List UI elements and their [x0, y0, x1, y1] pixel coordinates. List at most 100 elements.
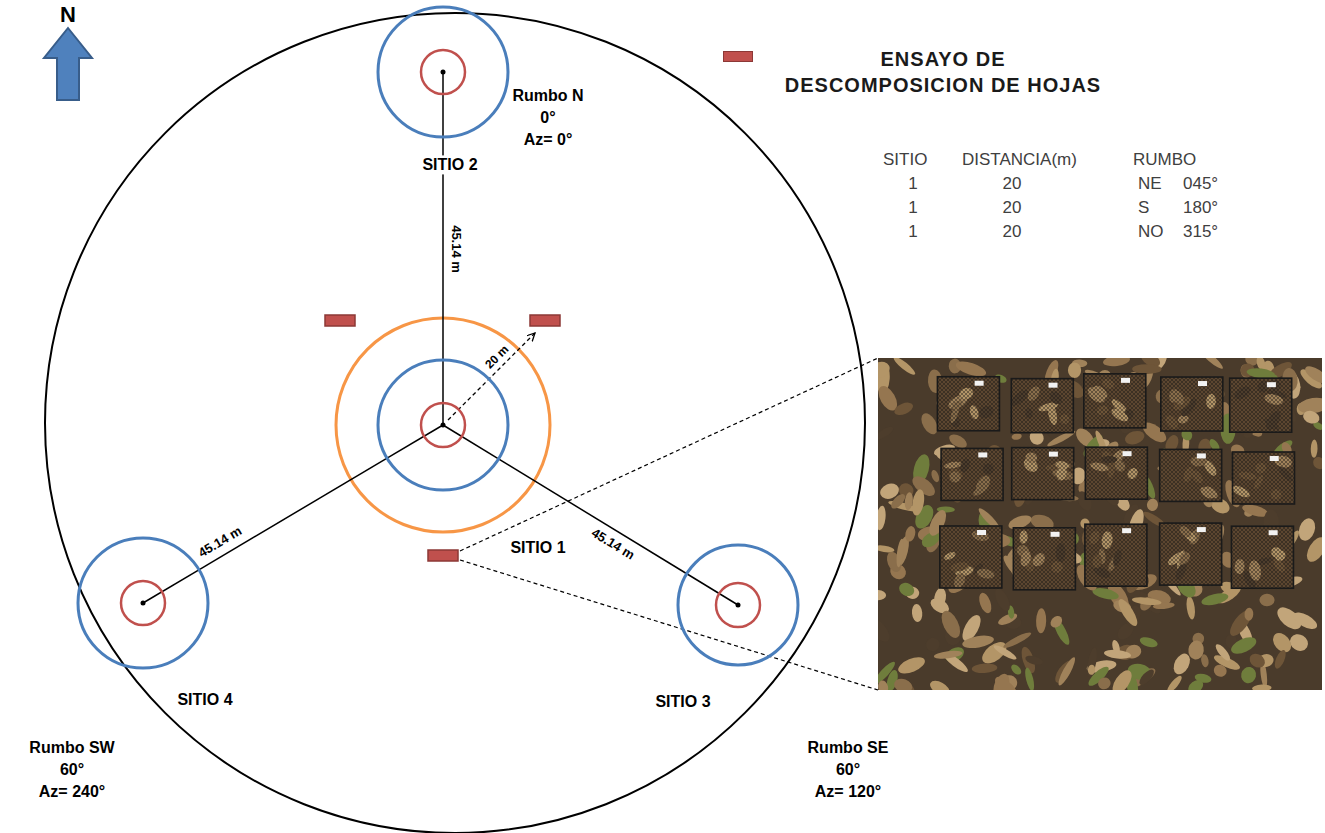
leader-line	[460, 358, 878, 551]
leaf	[928, 678, 952, 690]
bag-fill	[1084, 374, 1146, 428]
site-label: SITIO 4	[174, 690, 235, 709]
bag-mesh	[1011, 379, 1073, 433]
leaf	[1048, 614, 1064, 630]
litter-bag	[1230, 378, 1292, 432]
bag-mesh	[1013, 528, 1075, 590]
distance-label: 45.14 m	[448, 225, 464, 273]
leaf	[977, 591, 994, 615]
site-circles	[78, 538, 208, 668]
leaf	[1068, 362, 1081, 378]
bag-mesh	[1233, 452, 1295, 504]
bag-fill	[940, 526, 1002, 588]
north-arrow	[44, 28, 92, 100]
litter-bag	[1008, 379, 1073, 433]
site-circles	[378, 360, 508, 490]
red-ring	[421, 50, 465, 94]
table-cell: 20	[1003, 174, 1022, 194]
site-plot: SITIO 1	[378, 360, 508, 490]
bag-tag	[1267, 382, 1276, 387]
leaf	[1229, 634, 1259, 657]
bag-tag	[1121, 378, 1130, 383]
leaf	[1137, 667, 1156, 687]
bearing-label: Az= 0°	[524, 130, 573, 149]
leaf	[1212, 663, 1229, 679]
bag-mesh	[937, 377, 999, 431]
site-plot: SITIO 2	[378, 7, 508, 137]
site-plot: SITIO 4	[78, 538, 208, 668]
bearing-label: 60°	[836, 760, 860, 779]
leaf	[1023, 667, 1036, 690]
legend-text: ENSAYO DE DESCOMPOSICION DE HOJAS	[783, 46, 1104, 98]
blue-ring	[78, 538, 208, 668]
bag-tag	[1270, 456, 1279, 461]
bag-tag	[1269, 530, 1278, 535]
leaf	[1009, 663, 1023, 677]
bearing-label: 60°	[60, 760, 84, 779]
leaf	[878, 679, 889, 690]
table-cell: 1	[908, 198, 917, 218]
site-label: SITIO 2	[419, 155, 480, 174]
distance-arrow	[448, 333, 535, 420]
leaf	[904, 525, 917, 542]
leaf	[1165, 674, 1184, 690]
bag-fill	[1230, 378, 1292, 432]
bag-tag	[1197, 527, 1206, 532]
radial-segment	[442, 72, 444, 137]
bag-tag	[1122, 528, 1131, 533]
leaf	[897, 580, 917, 598]
table-header: DISTANCIA(m)	[962, 150, 1077, 170]
center-dot	[736, 603, 741, 608]
litter-bags	[937, 374, 1294, 591]
leaf	[991, 673, 1022, 690]
north-letter: N	[60, 2, 76, 28]
litter-bag	[1085, 524, 1147, 586]
leaf	[1244, 607, 1253, 621]
leaf	[1240, 666, 1258, 685]
red-ring	[121, 581, 165, 625]
leaf	[892, 400, 914, 417]
bag-fill	[1012, 448, 1074, 500]
leaf	[878, 590, 886, 600]
leaf	[1056, 656, 1078, 688]
bag-mesh	[1230, 378, 1292, 432]
leaf	[1311, 455, 1322, 472]
bag-mesh	[1161, 377, 1223, 431]
leaf	[1011, 433, 1022, 441]
litter-bag	[1160, 523, 1222, 585]
bag-tag	[1198, 381, 1207, 386]
table-cell: 1	[908, 174, 917, 194]
leaf	[1085, 647, 1098, 678]
bag-fill	[1085, 447, 1147, 499]
bag-mesh	[1160, 523, 1222, 585]
leader-line	[460, 560, 878, 690]
bag-tag	[1049, 383, 1058, 388]
litter-bag	[1012, 448, 1075, 500]
leaf	[1287, 631, 1311, 654]
radial-segment	[442, 360, 444, 425]
bag-fill	[937, 377, 999, 431]
leaf	[1087, 664, 1095, 675]
site-label: SITIO 1	[507, 538, 568, 557]
table-cell: NO	[1138, 222, 1164, 242]
bag-fill	[1160, 523, 1222, 585]
litter-bag	[1231, 526, 1293, 591]
bag-mesh	[1231, 526, 1293, 588]
table-cell: NE	[1138, 174, 1162, 194]
bag-tag	[1049, 452, 1058, 457]
bearing-label: Rumbo SW	[29, 738, 114, 757]
leaf	[923, 635, 942, 654]
bag-mesh	[1085, 447, 1147, 499]
leaf	[997, 611, 1019, 627]
leaf	[1096, 676, 1112, 690]
field-photo	[878, 358, 1322, 690]
leaf	[878, 614, 894, 646]
distance-line	[199, 458, 387, 570]
table-cell: S	[1138, 198, 1149, 218]
bearing-label: 0°	[540, 108, 555, 127]
distance-label: 20 m	[482, 342, 512, 372]
leaf	[1102, 358, 1130, 368]
leaf	[1109, 667, 1136, 690]
bag-fill	[1161, 377, 1223, 431]
